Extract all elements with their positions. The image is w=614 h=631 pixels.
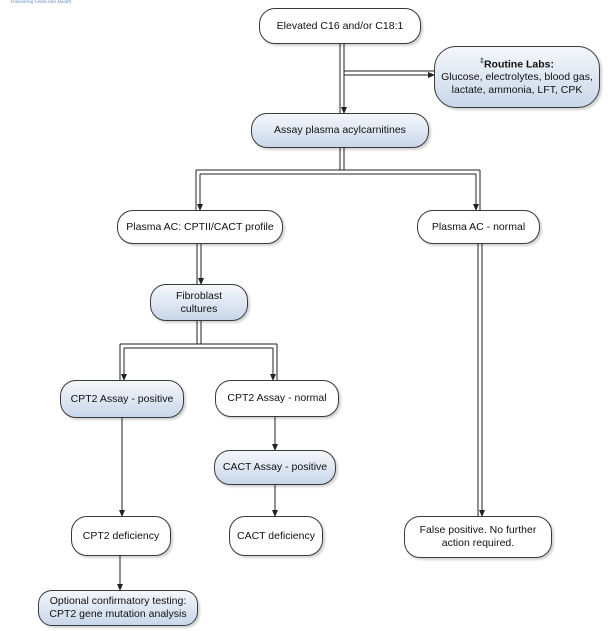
fibroblast-cultures-node: Fibroblast cultures: [150, 284, 248, 321]
false-positive-line1: False positive. No further: [419, 524, 537, 537]
cpt2-deficiency-node: CPT2 deficiency: [71, 516, 171, 556]
assay-acylcarnitines-node: Assay plasma acylcarnitines: [251, 113, 429, 148]
cact-deficiency-node: CACT deficiency: [229, 516, 323, 556]
routine-labs-marker: ‡: [480, 57, 484, 65]
cact-positive-label: CACT Assay - positive: [222, 461, 328, 474]
elevated-c16-label: Elevated C16 and/or C18:1: [276, 19, 404, 32]
routine-labs-title: Routine Labs:: [483, 58, 554, 71]
false-positive-line2: action required.: [441, 537, 515, 549]
optional-testing-line2: CPT2 gene mutation analysis: [49, 608, 187, 620]
fibroblast-cultures-label: Fibroblast cultures: [175, 289, 223, 315]
optional-testing-node: Optional confirmatory testing: CPT2 gene…: [38, 590, 198, 626]
ac-normal-node: Plasma AC - normal: [417, 210, 540, 244]
cpt2-normal-label: CPT2 Assay - normal: [227, 392, 327, 405]
ac-profile-label: Plasma AC: CPTII/CACT profile: [126, 220, 274, 233]
false-positive-node: False positive. No further action requir…: [404, 516, 552, 558]
cact-deficiency-label: CACT deficiency: [236, 529, 315, 542]
cact-positive-node: CACT Assay - positive: [214, 450, 336, 485]
ac-normal-label: Plasma AC - normal: [431, 220, 526, 233]
logo-tagline: Translating Genes Into Health: [10, 0, 71, 5]
cpt2-normal-node: CPT2 Assay - normal: [215, 380, 339, 417]
ac-profile-node: Plasma AC: CPTII/CACT profile: [117, 210, 283, 244]
routine-labs-line1: Glucose, electrolytes, blood gas,: [441, 70, 593, 83]
routine-labs-line2: lactate, ammonia, LFT, CPK: [451, 83, 583, 96]
cpt2-deficiency-label: CPT2 deficiency: [82, 529, 160, 542]
assay-acylcarnitines-label: Assay plasma acylcarnitines: [274, 124, 406, 137]
optional-testing-line1: Optional confirmatory testing:: [49, 595, 187, 608]
cpt2-positive-label: CPT2 Assay - positive: [70, 392, 174, 405]
cpt2-positive-node: CPT2 Assay - positive: [60, 380, 184, 418]
routine-labs-node: ‡Routine Labs: Glucose, electrolytes, bl…: [434, 46, 600, 108]
elevated-c16-node: Elevated C16 and/or C18:1: [259, 8, 421, 44]
